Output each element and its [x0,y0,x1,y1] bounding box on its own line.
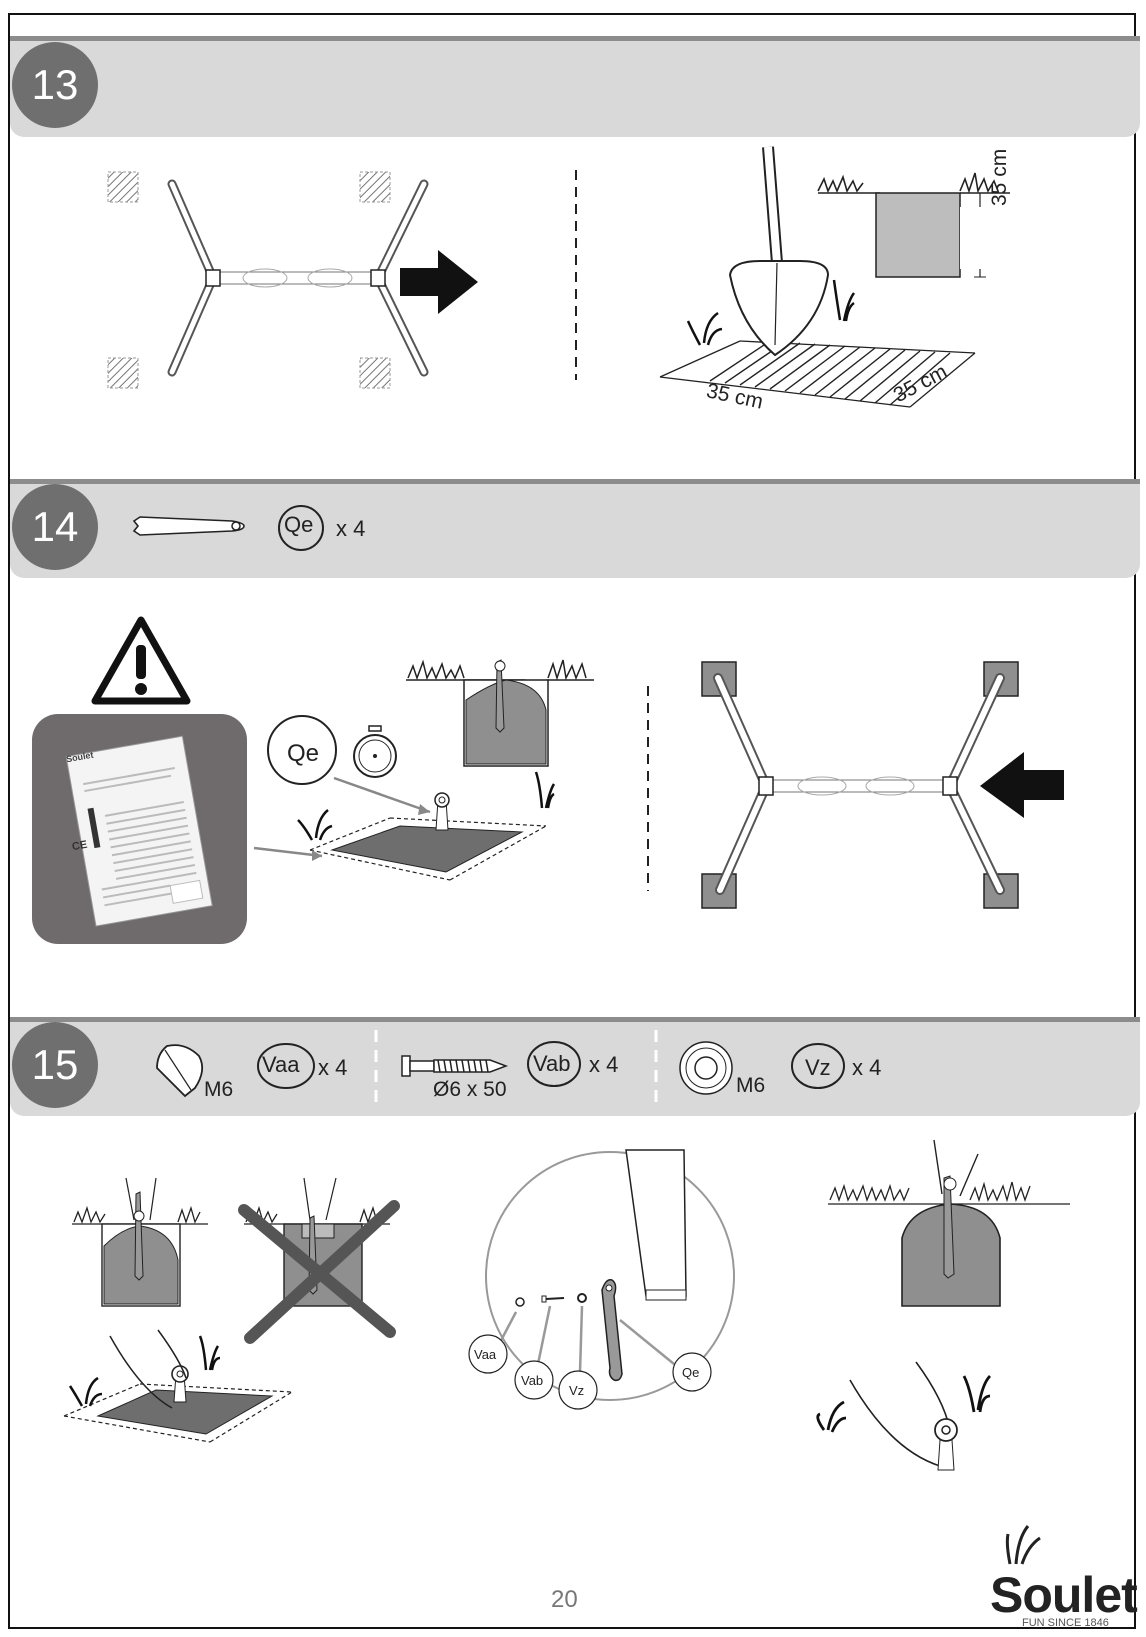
anchor-placement-correct-vs-wrong [63,1177,400,1443]
part-qty-qe: x 4 [336,516,366,541]
anchor-installation-illustration [253,659,594,881]
grass-icon [686,279,856,346]
callout-qe: Qe [287,740,320,767]
callout-qe-15: Qe [682,1365,700,1380]
footing-marker [359,171,391,203]
ground-anchor-icon [601,1278,623,1382]
part-code-circle-qe [278,505,324,551]
part-qty-vz: x 4 [852,1055,882,1080]
part-qty-vab: x 4 [589,1052,619,1077]
step-13-number: 13 [12,42,98,128]
brand-tagline: FUN SINCE 1846 [1022,1617,1109,1629]
step-15-number: 15 [12,1022,98,1108]
part-code-vaa: Vaa [262,1052,300,1077]
anchor-installed-illustration [816,1139,1070,1471]
brand-logo: Soulet [990,1567,1138,1623]
depth-label: 35 cm [988,148,1011,206]
part-qty-vaa: x 4 [318,1055,348,1080]
divider-dashed [575,170,577,380]
timer-icon [353,725,397,778]
warning-icon [91,616,191,705]
step-14-number: 14 [12,484,98,570]
shovel-icon [728,146,830,357]
bolt-icon [401,1055,509,1077]
footing-marker [107,171,139,203]
wrong-cross-icon [238,1200,400,1344]
part-code-qe: Qe [284,512,314,537]
brand-grass-logo [1005,1525,1041,1565]
nut-size: M6 [204,1078,234,1101]
nut-icon [515,1297,525,1307]
fastener-detail-illustration [468,1149,735,1410]
nut-icon [156,1044,204,1098]
divider-dashed [647,686,649,891]
washer-icon [679,1041,733,1095]
arrow-left-icon [980,752,1064,818]
ground-anchor-icon [132,516,245,536]
swing-frame-topview-14 [701,661,1019,909]
footing-marker [359,357,391,389]
part-code-vab: Vab [533,1051,571,1076]
bolt-size: Ø6 x 50 [433,1078,507,1101]
footing-marker [107,357,139,389]
hole-digging-illustration [659,146,1010,408]
washer-icon [577,1293,587,1303]
swing-frame-topview-13 [107,171,429,389]
grass-icon [297,771,556,841]
callout-circle-qe [267,715,337,785]
divider-dashed [374,1030,378,1110]
part-code-circle-vab [527,1041,581,1087]
page-frame [8,13,1136,1629]
callout-vaa: Vaa [474,1347,497,1362]
grass-icon [68,1335,221,1407]
callout-vz: Vz [569,1383,585,1398]
arrow-right-icon [400,250,478,314]
step-13-header [10,36,1140,137]
manual-document-illustration [65,735,213,927]
bolt-icon [541,1295,565,1303]
part-code-circle-vaa [257,1043,315,1089]
part-code-vz: Vz [805,1055,831,1080]
washer-size: M6 [736,1074,766,1097]
page-number: 20 [551,1586,578,1613]
divider-dashed [654,1030,658,1110]
part-code-circle-vz [791,1043,845,1089]
grass-icon [816,1375,992,1433]
callout-vab: Vab [521,1373,544,1388]
